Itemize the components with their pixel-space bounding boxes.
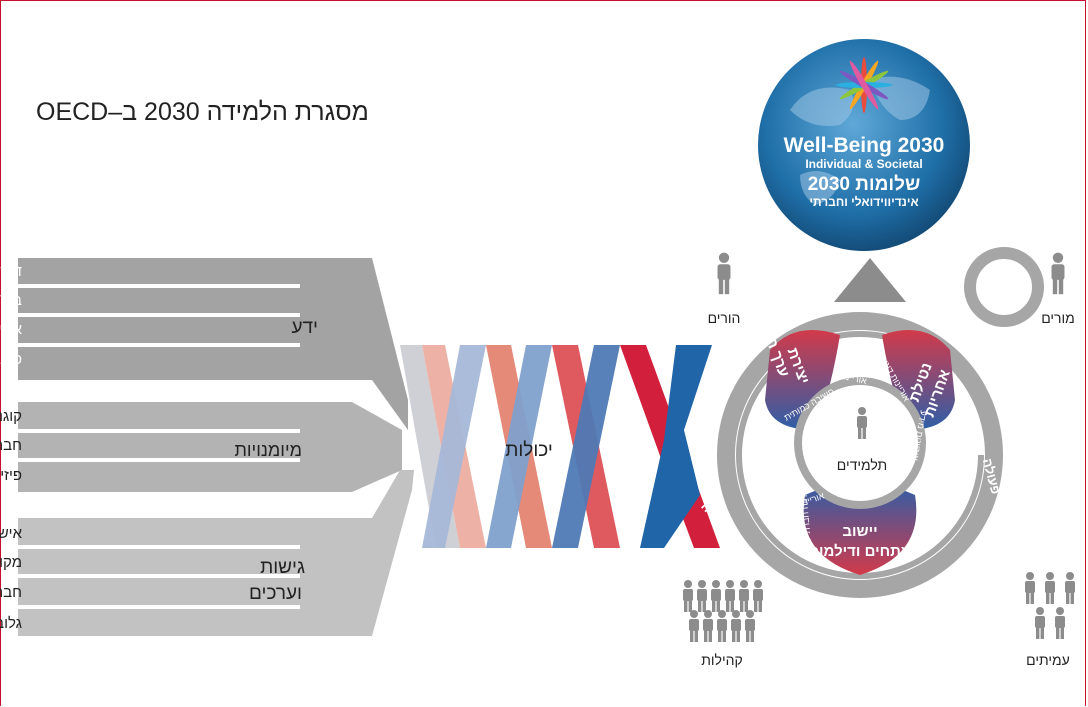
community-person-icon-11 (745, 610, 755, 642)
knowledge-label: ידע (291, 317, 318, 338)
community-person-icon-2 (697, 580, 707, 612)
peers-label: עמיתים (1026, 652, 1070, 668)
attitudes-funnel: אישי מקומי חברתי גלובלי גישות וערכים (0, 470, 414, 636)
peer-person-icon-5 (1055, 607, 1065, 639)
competency-ribbons: יכולות (400, 345, 720, 548)
communities-group: קהילות (683, 580, 763, 668)
skills-label: מיומנויות (234, 440, 302, 460)
attitudes-item-3: חברתי (0, 584, 22, 601)
globe-line4: אינדיווידואלי וחברתי (809, 195, 918, 209)
community-person-icon-4 (725, 580, 735, 612)
globe-line2: Individual & Societal (805, 157, 922, 171)
community-person-icon-7 (689, 610, 699, 642)
community-person-icon-9 (717, 610, 727, 642)
community-person-icon-10 (731, 610, 741, 642)
knowledge-item-3: אפיסטמי (0, 321, 23, 338)
knowledge-item-2: בין־תחומי (0, 292, 22, 309)
parent-person-icon (717, 252, 731, 295)
community-person-icon-3 (711, 580, 721, 612)
page-title: מסגרת הלמידה 2030 ב–OECD (36, 98, 369, 126)
peer-person-icon-3 (1065, 572, 1075, 604)
peers-group: עמיתים (1025, 572, 1075, 668)
communities-label: קהילות (701, 652, 743, 668)
peer-person-icon-4 (1035, 607, 1045, 639)
community-person-icon-6 (753, 580, 763, 612)
knowledge-item-1: דיסציפלינרי (תחומי) (0, 263, 22, 280)
attitudes-label-line2: וערכים (249, 583, 302, 604)
wellbeing-globe: Well-Being 2030 Individual & Societal של… (758, 39, 970, 251)
parents-group: הורים (708, 252, 741, 326)
learning-compass: צפייה פעולה רפלקציה יצירת ערך חדש נטילת … (698, 247, 1044, 598)
community-person-icon-5 (739, 580, 749, 612)
parents-label: הורים (708, 310, 741, 326)
flower-logo-icon (836, 57, 892, 113)
compass-center-label: תלמידים (837, 457, 887, 473)
skills-item-1: קוגניטיביות ומטה־קוגניטיביות (0, 408, 22, 425)
community-person-icon-1 (683, 580, 693, 612)
community-person-icon-8 (703, 610, 713, 642)
skills-item-2: חברתיות ורגשיות (0, 437, 22, 454)
globe-line1: Well-Being 2030 (784, 134, 945, 157)
attitudes-item-4: גלובלי (0, 615, 22, 632)
petal-bottom (803, 482, 917, 575)
skills-item-3: פיזיות ומעשיות (0, 467, 22, 484)
attitudes-item-2: מקומי (0, 554, 22, 571)
teachers-label: מורים (1041, 310, 1075, 326)
petal-bottom-line1: יישוב (842, 523, 877, 540)
teachers-group: מורים (1041, 252, 1075, 326)
peer-person-icon-1 (1025, 572, 1035, 604)
globe-line3: שלומות 2030 (808, 174, 921, 195)
compass-ring-icon (964, 247, 1044, 327)
attitudes-item-1: אישי (0, 525, 23, 542)
petal-bottom-line2: מתחים ודילמות (808, 543, 912, 560)
peer-person-icon-2 (1045, 572, 1055, 604)
attitudes-label-line1: גישות (260, 557, 305, 578)
compass-needle-icon (834, 258, 906, 302)
knowledge-funnel: דיסציפלינרי (תחומי) בין־תחומי אפיסטמי פר… (0, 258, 408, 430)
competencies-label: יכולות (505, 440, 553, 461)
knowledge-item-4: פרוצדורלי (נוהלי) (0, 351, 22, 368)
teacher-person-icon (1051, 252, 1065, 295)
skills-funnel: קוגניטיביות ומטה־קוגניטיביות חברתיות ורג… (0, 402, 402, 492)
